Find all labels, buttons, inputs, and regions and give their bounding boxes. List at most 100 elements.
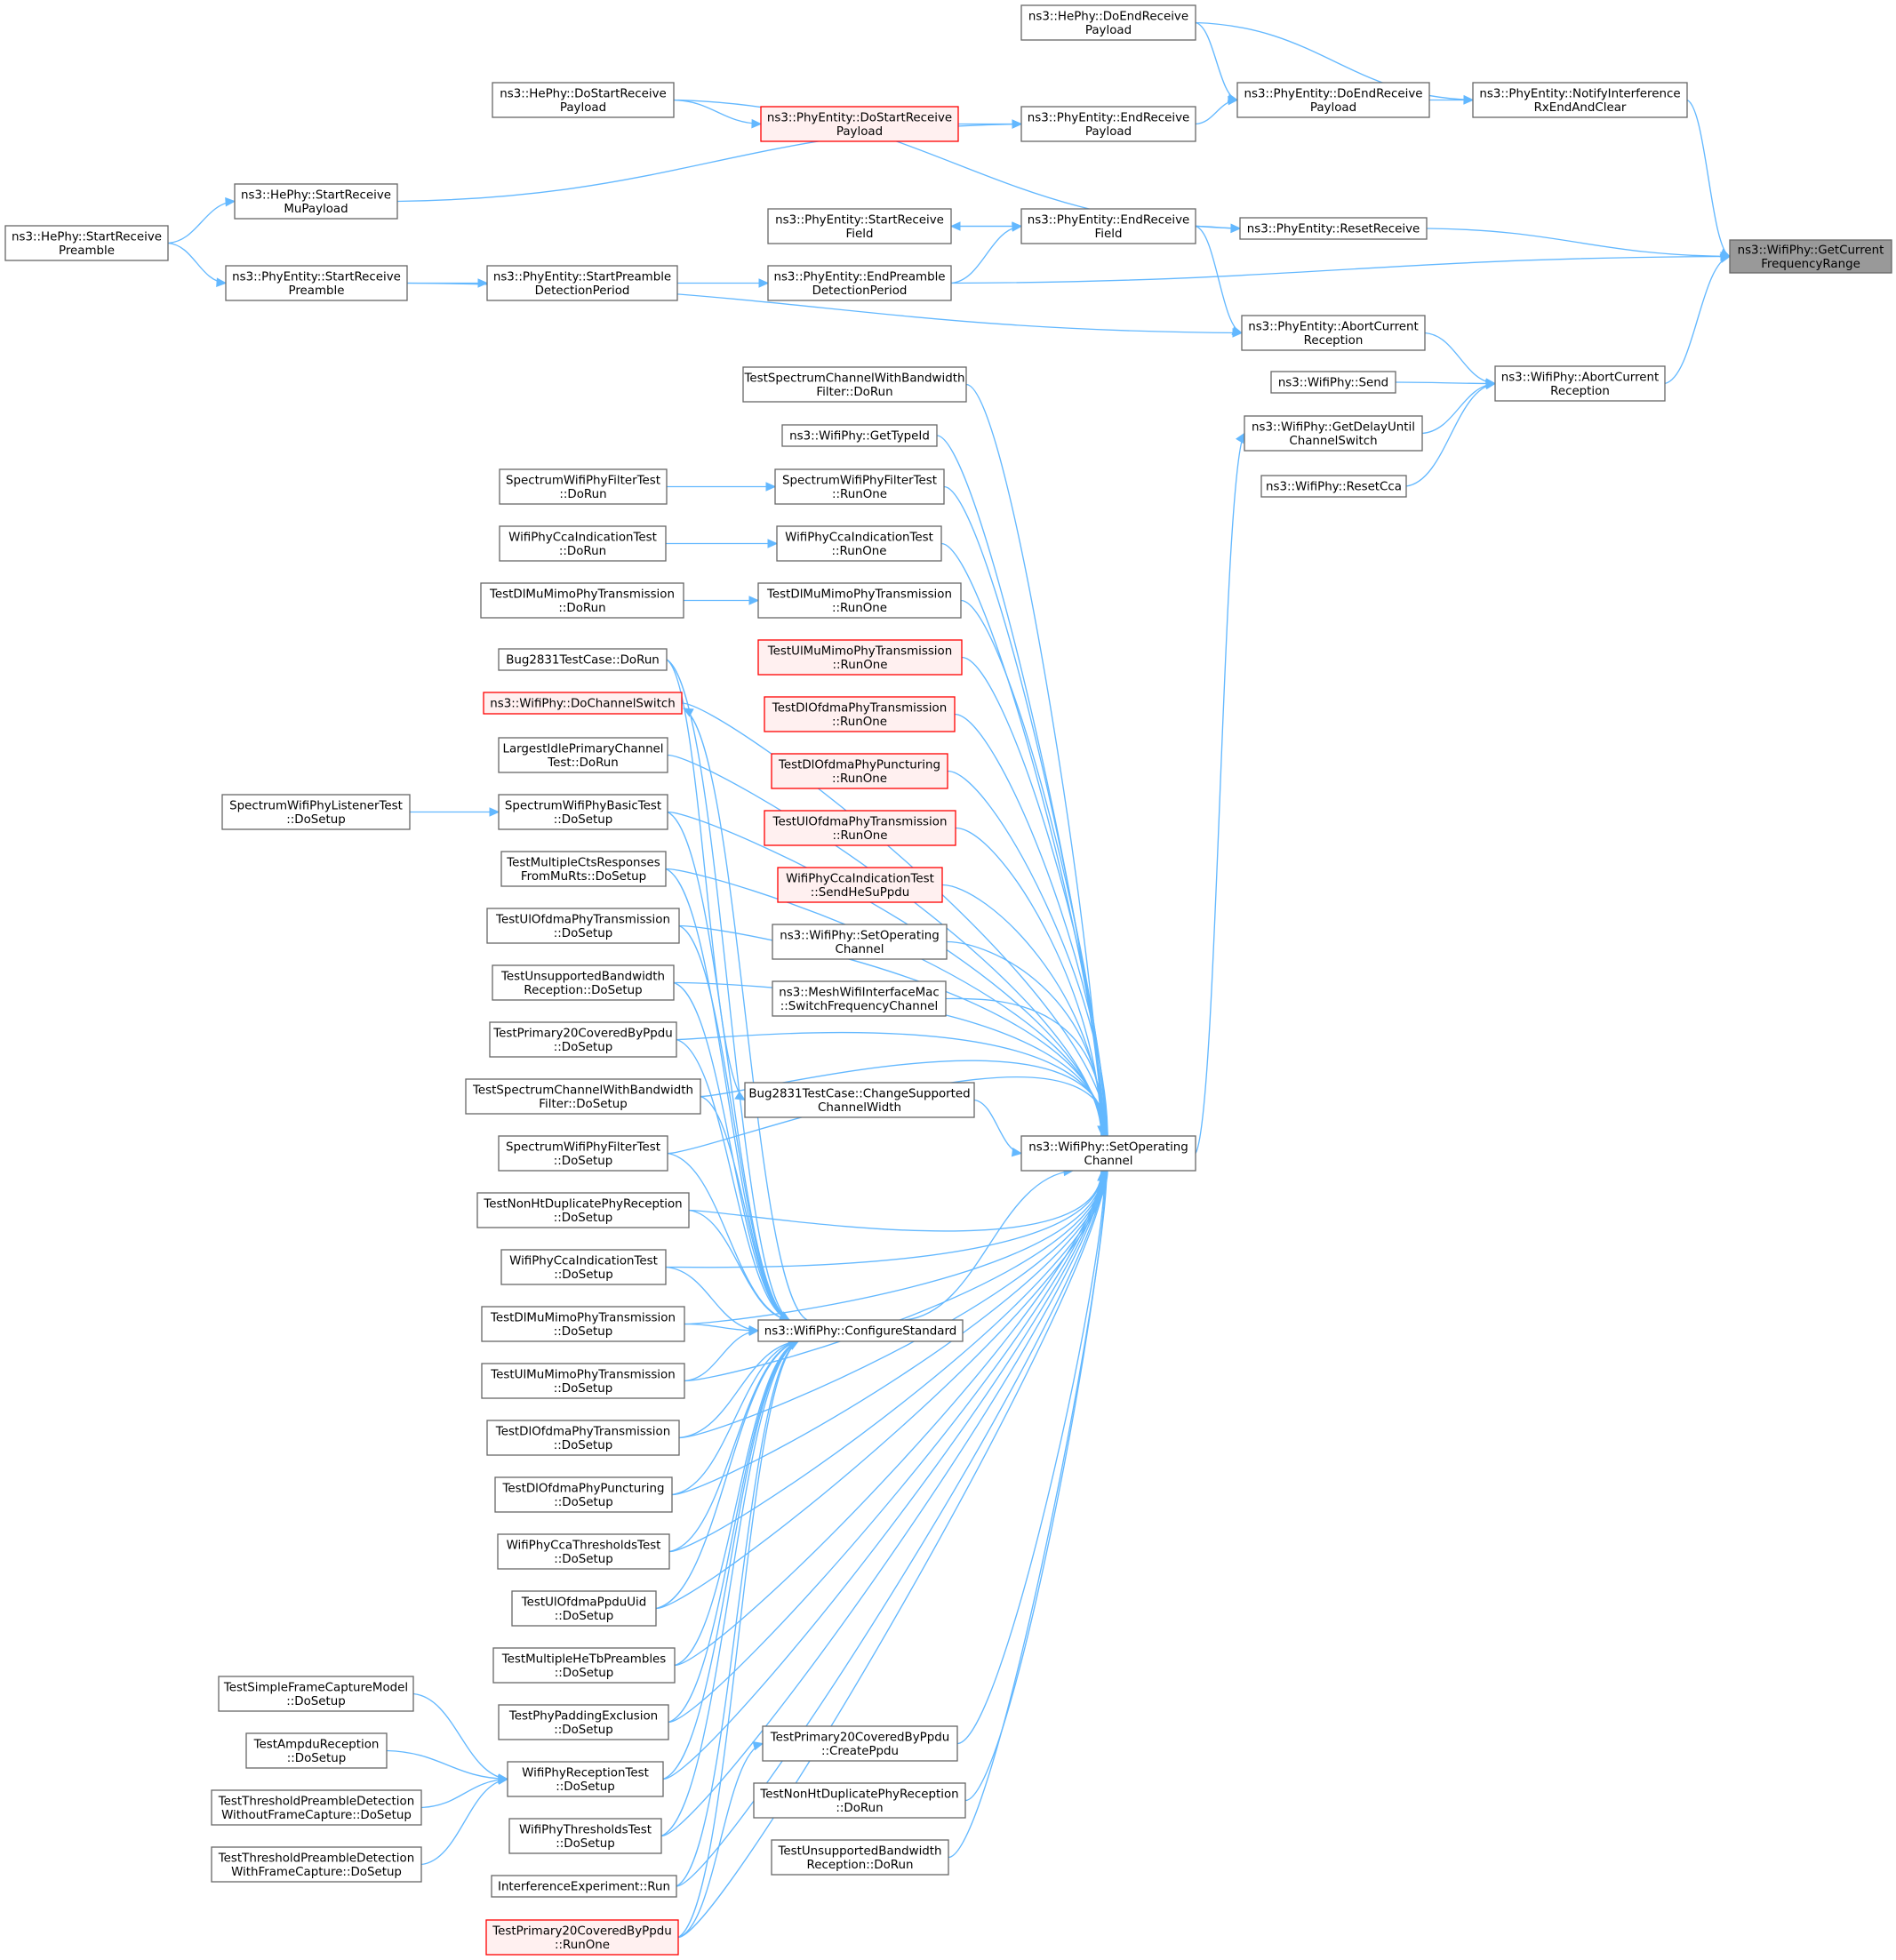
node-threshWithSetup[interactable]: TestThresholdPreambleDetectionWithFrameC…	[211, 1846, 422, 1883]
node-multiCtsSetup[interactable]: TestMultipleCtsResponsesFromMuRts::DoSet…	[500, 851, 667, 887]
node-unsupBwSetup[interactable]: TestUnsupportedBandwidthReception::DoSet…	[492, 964, 675, 1001]
node-thresholdsSetup[interactable]: WifiPhyThresholdsTest::DoSetup	[508, 1818, 662, 1854]
node-dlMuRunOne[interactable]: TestDlMuMimoPhyTransmission::RunOne	[757, 582, 962, 619]
node-ulMuRunOne[interactable]: TestUlMuMimoPhyTransmission::RunOne	[757, 639, 963, 676]
node-interfRun[interactable]: InterferenceExperiment::Run	[491, 1875, 677, 1898]
node-ulMuSetup[interactable]: TestUlMuMimoPhyTransmission::DoSetup	[481, 1363, 685, 1399]
node-box	[499, 468, 668, 505]
edge-bugChangeBw-to-setOpChannel-arrow	[1011, 1147, 1023, 1157]
node-label-line: TestNonHtDuplicatePhyReception	[483, 1197, 682, 1211]
node-wifiSend[interactable]: ns3::WifiPhy::Send	[1270, 371, 1396, 394]
node-startPreambleDet[interactable]: ns3::PhyEntity::StartPreambleDetectionPe…	[486, 265, 678, 301]
node-dlPuncSetup[interactable]: TestDlOfdmaPhyPuncturing::DoSetup	[494, 1476, 673, 1513]
node-ulOfdmaSetup[interactable]: TestUlOfdmaPhyTransmission::DoSetup	[486, 908, 680, 944]
node-ccaThreshSetup[interactable]: WifiPhyCcaThresholdsTest::DoSetup	[497, 1533, 670, 1570]
node-box	[757, 582, 962, 619]
node-label-line: TestDlMuMimoPhyTransmission	[490, 1311, 676, 1324]
node-label-line: ::DoRun	[558, 602, 605, 615]
node-doChannelSwitch[interactable]: ns3::WifiPhy::DoChannelSwitch	[483, 692, 683, 715]
node-resetCca[interactable]: ns3::WifiPhy::ResetCca	[1260, 475, 1407, 498]
node-label-line: SpectrumWifiPhyFilterTest	[782, 474, 937, 487]
node-prim20Setup[interactable]: TestPrimary20CoveredByPpdu::DoSetup	[489, 1021, 677, 1058]
edge-ccaThreshSetup-to-setOpChannel	[668, 1170, 1108, 1553]
node-specBasicSetup[interactable]: SpectrumWifiPhyBasicTest::DoSetup	[498, 794, 668, 830]
node-label-line: ns3::PhyEntity::DoStartReceive	[767, 111, 952, 124]
node-multiHeTbSetup[interactable]: TestMultipleHeTbPreambles::DoSetup	[492, 1647, 676, 1684]
node-bugDoRun[interactable]: Bug2831TestCase::DoRun	[498, 648, 668, 671]
node-specFilterSetup[interactable]: SpectrumWifiPhyFilterTest::DoSetup	[498, 1135, 668, 1172]
node-label-line: Payload	[560, 101, 606, 115]
node-box	[774, 468, 945, 505]
node-threshWithoutSetup[interactable]: TestThresholdPreambleDetectionWithoutFra…	[211, 1789, 422, 1826]
node-specFilterRunOne[interactable]: SpectrumWifiPhyFilterTest::RunOne	[774, 468, 945, 505]
node-notify[interactable]: ns3::PhyEntity::NotifyInterferenceRxEndA…	[1472, 82, 1688, 118]
node-resetReceive[interactable]: ns3::PhyEntity::ResetReceive	[1239, 217, 1428, 240]
edge-getTypeId-to-setOpChannel	[936, 435, 1103, 1137]
node-receptionSetup[interactable]: WifiPhyReceptionTest::DoSetup	[507, 1761, 664, 1797]
node-label-line: ns3::WifiPhy::ResetCca	[1266, 481, 1402, 494]
edge-meshSwitch-to-setOpChannel	[945, 997, 1105, 1137]
node-prim20RunOne[interactable]: TestPrimary20CoveredByPpdu::RunOne	[485, 1919, 679, 1956]
node-ccaSendHeSu[interactable]: WifiPhyCcaIndicationTest::SendHeSuPpdu	[777, 867, 943, 903]
node-box	[511, 1590, 657, 1627]
node-ccaRunOne[interactable]: WifiPhyCcaIndicationTest::RunOne	[776, 525, 942, 562]
node-dlPuncRunOne[interactable]: TestDlOfdmaPhyPuncturing::RunOne	[771, 753, 948, 789]
node-dlOfdmaSetup[interactable]: TestDlOfdmaPhyTransmission::DoSetup	[486, 1420, 680, 1456]
node-specListenerSetup[interactable]: SpectrumWifiPhyListenerTest::DoSetup	[221, 794, 411, 830]
node-ulPpduUidSetup[interactable]: TestUlOfdmaPpduUid::DoSetup	[511, 1590, 657, 1627]
node-bugChangeBw[interactable]: Bug2831TestCase::ChangeSupportedChannelW…	[744, 1082, 975, 1118]
node-label-line: TestMultipleCtsResponses	[506, 856, 660, 869]
node-box	[498, 648, 668, 671]
node-testSpecChanBwDoRun[interactable]: TestSpectrumChannelWithBandwidthFilter::…	[742, 366, 967, 403]
node-label-line: ::DoSetup	[554, 1155, 613, 1168]
edge-peStartRecvPreamble-to-startPreambleDet-arrow	[477, 278, 489, 288]
node-paddingSetup[interactable]: TestPhyPaddingExclusion::DoSetup	[498, 1704, 669, 1740]
node-ulOfdmaRunOne[interactable]: TestUlOfdmaPhyTransmission::RunOne	[764, 810, 956, 846]
node-ccaDoRun[interactable]: WifiPhyCcaIndicationTest::DoRun	[499, 525, 667, 562]
node-nonHtDoRun[interactable]: TestNonHtDuplicatePhyReception::DoRun	[753, 1782, 966, 1819]
node-label-line: ns3::HePhy::StartReceive	[12, 230, 162, 244]
node-specFilterDoRun[interactable]: SpectrumWifiPhyFilterTest::DoRun	[499, 468, 668, 505]
node-configStd[interactable]: ns3::WifiPhy::ConfigureStandard	[757, 1319, 964, 1342]
node-ccaSetup[interactable]: WifiPhyCcaIndicationTest::DoSetup	[500, 1249, 667, 1285]
edge-multiHeTbSetup-to-setOpChannel	[674, 1170, 1102, 1667]
node-meshSwitch[interactable]: ns3::MeshWifiInterfaceMac::SwitchFrequen…	[772, 980, 947, 1017]
node-label-line: TestSpectrumChannelWithBandwidth	[744, 372, 965, 385]
node-ampduSetup[interactable]: TestAmpduReception::DoSetup	[245, 1732, 388, 1769]
node-simpleCaptureSetup[interactable]: TestSimpleFrameCaptureModel::DoSetup	[218, 1676, 414, 1712]
node-getTypeId[interactable]: ns3::WifiPhy::GetTypeId	[781, 424, 938, 447]
edge-prim20Setup-to-configStd	[676, 1038, 790, 1321]
edge-hephyDoStartRecvPayload-to-doStartRecvPayloadPE	[673, 99, 762, 125]
node-dlMuDoRun[interactable]: TestDlMuMimoPhyTransmission::DoRun	[480, 582, 684, 619]
node-dlOfdmaRunOne[interactable]: TestDlOfdmaPhyTransmission::RunOne	[764, 696, 956, 732]
node-specChanBwSetup[interactable]: TestSpectrumChannelWithBandwidthFilter::…	[465, 1078, 701, 1115]
edge-multiHeTbSetup-to-configStd	[674, 1340, 799, 1667]
node-label-line: Channel	[836, 943, 884, 956]
node-dlMuSetup[interactable]: TestDlMuMimoPhyTransmission::DoSetup	[481, 1306, 685, 1342]
edge-dlMuSetup-to-setOpChannel	[684, 1170, 1104, 1325]
node-label-line: ns3::WifiPhy::GetCurrent	[1738, 244, 1884, 257]
node-box	[771, 753, 948, 789]
node-prim20CreatePpdu[interactable]: TestPrimary20CoveredByPpdu::CreatePpdu	[762, 1725, 958, 1762]
node-nonHtSetup[interactable]: TestNonHtDuplicatePhyReception::DoSetup	[476, 1192, 690, 1228]
node-endPreambleDet[interactable]: ns3::PhyEntity::EndPreambleDetectionPeri…	[767, 265, 952, 301]
node-box	[742, 366, 967, 403]
